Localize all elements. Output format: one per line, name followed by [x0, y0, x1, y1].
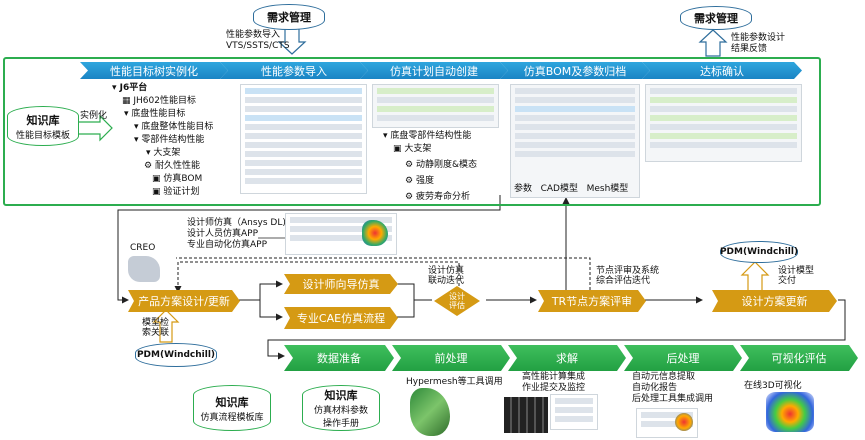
- 3d-view-image: [766, 392, 814, 432]
- visual-eval-note: 在线3D可视化: [744, 381, 802, 391]
- stage-data-prep[interactable]: 数据准备: [284, 345, 394, 371]
- stage-preprocess[interactable]: 前处理: [392, 345, 510, 371]
- import-note: 性能参数导入 VTS/SSTS/CTS: [226, 30, 290, 51]
- tree-node[interactable]: ▾ 底盘整体性能目标: [134, 122, 214, 132]
- tree-node[interactable]: ⚙ 强度: [405, 176, 434, 186]
- model-link-arrow-icon: [152, 309, 180, 343]
- bom-archive-screenshot: [510, 84, 640, 198]
- stage-postprocess[interactable]: 后处理: [624, 345, 742, 371]
- pdm-right-note: 设计模型 交付: [778, 266, 815, 286]
- tab-mesh[interactable]: Mesh模型: [586, 184, 629, 194]
- tree-node[interactable]: ▦ JH602性能目标: [122, 96, 196, 106]
- tree-node[interactable]: ⚙ 动静刚度&模态: [405, 160, 477, 170]
- knowledge-base-target-template: 知识库 性能目标模板: [7, 106, 79, 146]
- tree-node[interactable]: ▾ 底盘零部件结构性能: [383, 131, 472, 141]
- pdm-windchill-left: PDM(Windchill): [135, 343, 217, 367]
- sim-plan-screenshot: [372, 84, 499, 128]
- stage-compliance[interactable]: 达标确认: [642, 62, 802, 79]
- param-import-screenshot: [240, 84, 367, 194]
- tree-node[interactable]: ▣ 验证计划: [152, 187, 200, 197]
- pro-cae-box[interactable]: 专业CAE仿真流程: [284, 307, 398, 329]
- target-management-panel: [3, 57, 821, 206]
- knowledge-base-materials: 知识库 仿真材料参数 操作手册: [302, 385, 380, 431]
- instantiate-arrow-icon: [77, 114, 113, 142]
- hpc-servers-image: [504, 397, 548, 433]
- mesh-model-image: [410, 388, 450, 436]
- preprocess-note: Hypermesh等工具调用: [406, 377, 503, 387]
- tree-node[interactable]: ⚙ 耐久性性能: [144, 161, 200, 171]
- tree-node[interactable]: ▣ 大支架: [393, 144, 432, 154]
- import-arrow-icon: [277, 27, 307, 55]
- job-monitor-screenshot: [550, 394, 598, 430]
- feedback-note: 性能参数设计 结果反馈: [731, 33, 786, 54]
- tree-node[interactable]: ▾ 大支架: [146, 148, 181, 158]
- tree-node[interactable]: ⚙ 疲劳寿命分析: [405, 192, 470, 202]
- tree-node[interactable]: ▾ 底盘性能目标: [124, 109, 186, 119]
- tab-cad[interactable]: CAD模型: [540, 184, 578, 194]
- stage-bom-archive[interactable]: 仿真BOM及参数归档: [500, 62, 650, 79]
- tab-params[interactable]: 参数: [514, 184, 533, 194]
- design-sim-notes: 设计师仿真（Ansys DL) 设计人员仿真APP 专业自动化仿真APP: [187, 218, 286, 250]
- model-link-note: 模型检 索关联: [142, 318, 170, 338]
- designer-sim-box[interactable]: 设计师向导仿真: [284, 274, 398, 294]
- feedback-arrow-icon: [698, 29, 728, 57]
- stage-solve[interactable]: 求解: [508, 345, 626, 371]
- creo-label: CREO: [130, 243, 156, 253]
- tree-node[interactable]: ▾ 零部件结构性能: [134, 135, 205, 145]
- creo-model-image: [128, 256, 160, 282]
- postprocess-note: 自动元信息提取 自动化报告 后处理工具集成调用: [632, 372, 714, 404]
- design-update-box[interactable]: 设计方案更新: [712, 290, 837, 312]
- pdm-windchill-right: PDM(Windchill): [720, 241, 798, 263]
- iter-note: 设计仿真 联动迭代: [428, 266, 465, 286]
- db-label: 需求管理: [694, 12, 738, 25]
- tree-node[interactable]: ▣ 仿真BOM: [152, 174, 203, 184]
- instantiate-label: 实例化: [80, 111, 108, 121]
- sim-plan-tree: ▾ 底盘零部件结构性能 ▣ 大支架 ⚙ 动静刚度&模态 ⚙ 强度 ⚙ 疲劳寿命分…: [383, 130, 477, 204]
- target-tree: ▾ J6平台 ▦ JH602性能目标 ▾ 底盘性能目标 ▾ 底盘整体性能目标 ▾…: [112, 82, 213, 199]
- demand-management-db-top: 需求管理: [253, 4, 325, 30]
- report-screenshot: [636, 408, 698, 438]
- bom-tabs: 参数 CAD模型 Mesh模型: [514, 181, 628, 194]
- tr-review-box[interactable]: TR节点方案评审: [538, 290, 646, 312]
- compliance-screenshot: [645, 84, 802, 162]
- solve-note: 高性能计算集成 作业提交及监控: [522, 372, 586, 393]
- stage-sim-plan[interactable]: 仿真计划自动创建: [360, 62, 508, 79]
- sim-app-screenshot: [285, 213, 397, 255]
- db-label: 需求管理: [267, 11, 311, 24]
- product-design-box[interactable]: 产品方案设计/更新: [128, 290, 240, 312]
- stage-visual-eval[interactable]: 可视化评估: [740, 345, 858, 371]
- stage-param-import[interactable]: 性能参数导入: [220, 62, 368, 79]
- demand-management-db-right: 需求管理: [680, 6, 752, 30]
- stage-target-tree[interactable]: 性能目标树实例化: [80, 62, 228, 79]
- tr-note: 节点评审及系统 综合评估迭代: [596, 266, 660, 286]
- knowledge-base-flow-templates: 知识库 仿真流程模板库: [193, 385, 271, 431]
- tree-node[interactable]: ▾ J6平台: [112, 83, 148, 93]
